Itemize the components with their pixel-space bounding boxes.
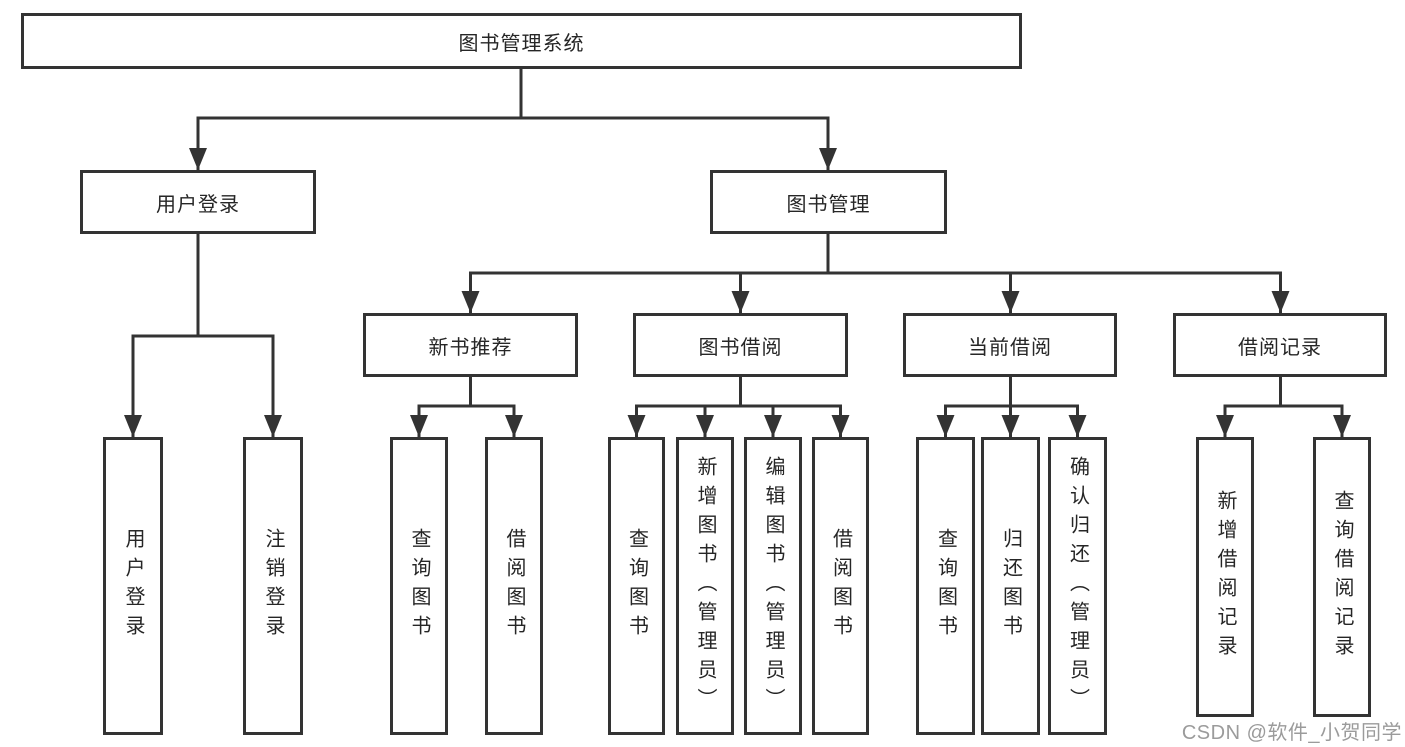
node-user-login-label: 用户登录 (156, 193, 240, 216)
node-book-management-label: 图书管理 (786, 193, 871, 216)
node-borrow-records: 借阅记录 (1173, 313, 1387, 377)
node-current-borrow-label: 当前借阅 (968, 336, 1052, 359)
leaf-add-borrow-record-label: 新增借阅记录 (1214, 490, 1236, 664)
leaf-borrow-books-recommend: 借阅图书 (485, 437, 543, 735)
leaf-query-books-current-label: 查询图书 (934, 528, 957, 644)
leaf-add-books-admin: 新增图书（管理员） (676, 437, 734, 735)
node-book-management: 图书管理 (710, 170, 947, 234)
leaf-user-login: 用户登录 (103, 437, 163, 735)
watermark-text: CSDN @软件_小贺同学 (1181, 722, 1402, 744)
leaf-query-books-borrow-label: 查询图书 (625, 528, 648, 644)
connector-borrow-records-children (1223, 377, 1344, 408)
leaf-user-login-label: 用户登录 (122, 528, 144, 644)
leaf-query-books-recommend-label: 查询图书 (408, 528, 430, 644)
connector-new-book-children (417, 377, 516, 408)
connector-current-borrow-children (944, 377, 1079, 408)
leaf-borrow-books-recommend-label: 借阅图书 (503, 528, 525, 644)
connector-root-to-level2 (196, 69, 830, 120)
leaf-query-books-current: 查询图书 (916, 437, 975, 735)
leaf-add-books-admin-label: 新增图书（管理员） (694, 455, 716, 717)
leaf-return-books: 归还图书 (981, 437, 1040, 735)
node-borrow-records-label: 借阅记录 (1238, 336, 1322, 359)
node-book-borrow: 图书借阅 (633, 313, 848, 377)
connector-user-login-children (131, 234, 275, 338)
connector-book-management-children (469, 234, 1282, 275)
leaf-edit-books-admin: 编辑图书（管理员） (744, 437, 802, 735)
leaf-query-borrow-record-label: 查询借阅记录 (1331, 490, 1353, 664)
node-user-login: 用户登录 (80, 170, 316, 234)
leaf-query-books-borrow: 查询图书 (608, 437, 665, 735)
connector-book-borrow-children (635, 377, 842, 408)
leaf-query-books-recommend: 查询图书 (390, 437, 448, 735)
node-current-borrow: 当前借阅 (903, 313, 1117, 377)
leaf-add-borrow-record: 新增借阅记录 (1196, 437, 1254, 717)
leaf-borrow-books: 借阅图书 (812, 437, 869, 735)
leaf-query-borrow-record: 查询借阅记录 (1313, 437, 1371, 717)
node-book-borrow-label: 图书借阅 (698, 336, 783, 359)
leaf-confirm-return-admin-label: 确认归还（管理员） (1066, 455, 1089, 717)
node-new-book-recommend: 新书推荐 (363, 313, 578, 377)
leaf-confirm-return-admin: 确认归还（管理员） (1048, 437, 1107, 735)
node-library-system-label: 图书管理系统 (458, 32, 585, 55)
leaf-borrow-books-label: 借阅图书 (829, 528, 852, 644)
node-new-book-recommend-label: 新书推荐 (428, 336, 513, 359)
leaf-edit-books-admin-label: 编辑图书（管理员） (762, 455, 784, 717)
node-library-system: 图书管理系统 (21, 13, 1022, 69)
leaf-logout-login-label: 注销登录 (262, 528, 284, 644)
leaf-return-books-label: 归还图书 (999, 528, 1022, 644)
leaf-logout-login: 注销登录 (243, 437, 303, 735)
